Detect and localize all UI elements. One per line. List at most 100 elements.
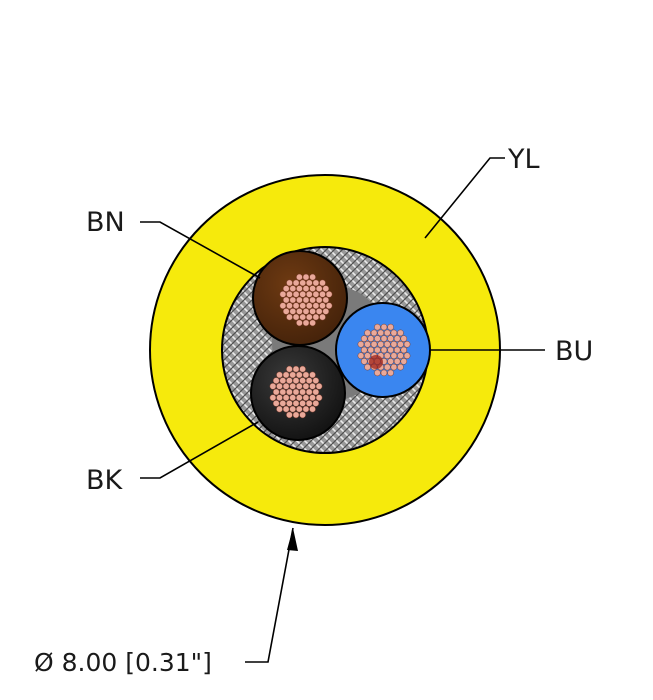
conductor-strand — [282, 383, 290, 390]
conductor-strand — [282, 308, 290, 315]
conductor-strand — [390, 329, 398, 337]
conductor-strand — [299, 377, 306, 384]
conductor-strand — [299, 411, 306, 419]
conductor-strand — [296, 371, 303, 379]
conductor-strand — [393, 346, 401, 354]
conductor-strand — [282, 285, 290, 292]
conductor-strand — [276, 405, 283, 413]
conductor-strand — [309, 273, 316, 281]
conductor-strand — [269, 383, 277, 390]
leader-line-bk — [140, 421, 259, 479]
conductor-strand — [377, 341, 384, 348]
conductor-strand — [296, 285, 303, 292]
conductor-strand — [286, 279, 293, 287]
conductor-strand — [286, 365, 293, 373]
conductor-strand — [403, 341, 411, 348]
conductor-strand — [312, 302, 320, 309]
conductor-strand — [302, 371, 310, 379]
conductor-strand — [302, 308, 310, 315]
conductor-strand — [312, 388, 320, 396]
conductor-strand — [305, 377, 313, 384]
conductor-strand — [279, 388, 287, 396]
conductor-strand — [299, 400, 306, 407]
conductor-strand — [302, 405, 310, 413]
conductor-strand — [292, 279, 300, 287]
conductor-strand — [397, 363, 404, 371]
conductor-strand — [312, 279, 320, 287]
conductor-strand — [397, 341, 404, 348]
conductor-strand — [387, 346, 394, 354]
conductor-strand — [393, 335, 401, 342]
label-bu: BU — [555, 336, 594, 367]
conductor-strand — [299, 365, 306, 373]
conductor-strand — [360, 346, 368, 354]
conductor-strand — [286, 291, 293, 298]
conductor-strand — [282, 296, 290, 304]
conductor-strand — [276, 371, 283, 379]
conductor-strand — [357, 352, 365, 359]
conductor-strand — [312, 291, 320, 298]
conductor-strand — [312, 400, 320, 407]
conductor-strand — [370, 341, 378, 348]
conductor-strand — [296, 296, 303, 304]
conductor-strand — [272, 388, 280, 396]
conductor-strand — [360, 335, 368, 342]
conductor-strand — [269, 394, 277, 401]
conductor-strand — [397, 352, 404, 359]
conductor-strand — [272, 400, 280, 407]
conductor-strand — [309, 383, 316, 390]
conductor-strand — [319, 291, 326, 298]
conductor-strand — [384, 341, 391, 348]
conductor-strand — [357, 341, 365, 348]
conductor-strand — [272, 377, 280, 384]
conductor-strand — [302, 394, 310, 401]
conductor-strand — [279, 400, 287, 407]
black-conductor — [250, 345, 346, 441]
conductor-strand — [315, 383, 323, 390]
conductor-strand — [299, 279, 306, 287]
conductor-strand — [315, 394, 323, 401]
leader-line-bn — [140, 221, 261, 279]
conductor-strand — [299, 388, 306, 396]
conductor-strand — [387, 358, 394, 365]
conductor-strand — [374, 369, 381, 377]
conductor-strand — [289, 405, 296, 413]
brown-conductor-strands — [279, 273, 333, 327]
label-bk: BK — [86, 465, 123, 496]
black-conductor-strands — [269, 365, 323, 419]
conductor-strand — [305, 388, 313, 396]
conductor-strand — [286, 302, 293, 309]
conductor-strand — [380, 346, 388, 354]
conductor-strand — [302, 383, 310, 390]
conductor-strand — [302, 273, 310, 281]
conductor-strand — [322, 296, 330, 304]
conductor-strand — [377, 329, 384, 337]
conductor-strand — [325, 291, 333, 298]
conductor-strand — [282, 405, 290, 413]
conductor-strand — [400, 335, 408, 342]
strand-shadow — [369, 355, 383, 369]
conductor-strand — [302, 296, 310, 304]
conductor-strand — [400, 358, 408, 365]
conductor-strand — [296, 273, 303, 281]
conductor-strand — [296, 319, 303, 327]
conductor-strand — [403, 352, 411, 359]
conductor-strand — [322, 308, 330, 315]
conductor-strand — [367, 335, 375, 342]
conductor-strand — [306, 313, 313, 321]
conductor-strand — [364, 352, 371, 359]
conductor-strand — [384, 363, 391, 371]
conductor-strand — [309, 285, 316, 292]
conductor-strand — [400, 346, 408, 354]
conductor-strand — [387, 335, 394, 342]
conductor-strand — [315, 296, 323, 304]
conductor-strand — [309, 394, 316, 401]
label-bn: BN — [86, 207, 125, 238]
conductor-strand — [299, 291, 306, 298]
conductor-strand — [289, 383, 296, 390]
conductor-strand — [286, 313, 293, 321]
conductor-strand — [374, 346, 381, 354]
conductor-strand — [289, 296, 297, 304]
conductor-strand — [276, 394, 283, 401]
